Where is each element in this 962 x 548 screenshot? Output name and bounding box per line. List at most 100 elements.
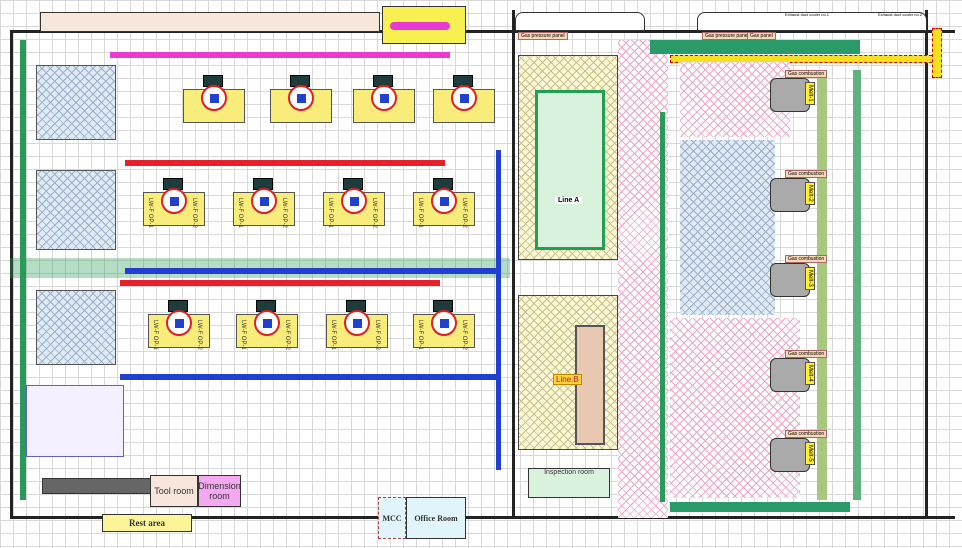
line-a-label: Line A	[555, 197, 583, 204]
machine: LW-F OP-1 LW-F OP-2	[315, 178, 393, 238]
machine	[175, 75, 253, 135]
machine-label-op1: LW-F OP-1	[237, 198, 243, 228]
magenta-duct	[390, 22, 450, 30]
gas-combustion-tag: Gas combustion	[785, 255, 828, 263]
furnace	[770, 78, 810, 112]
machine	[345, 75, 423, 135]
green-band-bottom	[670, 502, 850, 512]
line-b-machine	[575, 325, 605, 445]
melt-label: Melt-5	[805, 442, 815, 465]
magenta-pipe-h	[110, 52, 450, 58]
yellow-duct-right	[932, 28, 942, 78]
machine	[425, 75, 503, 135]
machine-label-op2: LW-F OP-2	[191, 198, 197, 228]
machine-label-op2: LW-F OP-2	[461, 198, 467, 228]
top-panel-middle	[515, 12, 645, 31]
machine-label-op2: LW-F OP-2	[371, 198, 377, 228]
dimension-room: Dimension room	[198, 475, 241, 507]
machine-label-op1: LW-F OP-1	[417, 320, 423, 350]
machine-label-op2: LW-F OP-2	[374, 320, 380, 350]
rest-area-label: Rest area	[128, 518, 166, 528]
gas-panel: Gas panel	[747, 32, 776, 40]
red-pipe-h1	[125, 160, 445, 166]
aisle-right-green	[853, 70, 861, 500]
furnace	[770, 178, 810, 212]
melt-label: Melt-3	[805, 267, 815, 290]
blue-pipe-h2	[120, 374, 500, 380]
machine-label-op1: LW-F OP-1	[330, 320, 336, 350]
machine: LW-F OP-1 LW-F OP-2	[318, 300, 396, 360]
gas-combustion-tag: Gas combustion	[785, 70, 828, 78]
machine: LW-F OP-1 LW-F OP-2	[228, 300, 306, 360]
line-a-machine	[535, 90, 605, 250]
office-room: Office Room	[406, 497, 466, 539]
gas-pressure-panel-1: Gas pressure panel	[518, 32, 568, 40]
wall-right	[925, 10, 928, 519]
machine: LW-F OP-1 LW-F OP-2	[225, 178, 303, 238]
machine-label-op2: LW-F OP-2	[196, 320, 202, 350]
cell-left-3	[36, 290, 116, 365]
gas-combustion-tag: Gas combustion	[785, 430, 828, 438]
aisle-green	[817, 70, 827, 500]
machine: LW-F OP-1 LW-F OP-2	[135, 178, 213, 238]
tool-room: Tool room	[150, 475, 198, 507]
machine-label-op2: LW-F OP-2	[281, 198, 287, 228]
wall-top	[10, 30, 955, 33]
machine-label-op2: LW-F OP-2	[284, 320, 290, 350]
gas-pressure-panel-2: Gas pressure panel	[702, 32, 752, 40]
furnace-zone-mid	[680, 140, 775, 315]
green-band-top	[650, 40, 860, 54]
inspection-room: Inspection room	[528, 468, 610, 498]
machine-core-icon	[341, 188, 367, 214]
furnace	[770, 263, 810, 297]
melt-label: Melt-1	[805, 82, 815, 105]
furnace	[770, 438, 810, 472]
mcc-room: MCC	[378, 497, 406, 539]
cell-left-2	[36, 170, 116, 250]
top-annex	[40, 12, 380, 32]
machine-label-op1: LW-F OP-1	[417, 198, 423, 228]
blue-pipe-v	[496, 150, 501, 470]
cell-left-1	[36, 65, 116, 140]
rest-area: Rest area	[102, 514, 192, 532]
melt-label: Melt-2	[805, 182, 815, 205]
green-pipe-left	[20, 40, 26, 500]
wall-divider	[512, 10, 515, 519]
conveyor	[42, 478, 162, 494]
wall-left	[10, 30, 13, 519]
melt-label: Melt-4	[805, 362, 815, 385]
green-pipe-mid	[660, 112, 665, 502]
red-pipe-h2	[120, 280, 440, 286]
machine: LW-F OP-1 LW-F OP-2	[405, 178, 483, 238]
machine-core-icon	[431, 310, 457, 336]
top-panel-right	[697, 12, 927, 31]
machine-core-icon	[288, 85, 314, 111]
machine-label-op1: LW-F OP-1	[327, 198, 333, 228]
machine-core-icon	[451, 85, 477, 111]
machine-core-icon	[161, 188, 187, 214]
machine: LW-F OP-1 LW-F OP-2	[405, 300, 483, 360]
machine-core-icon	[344, 310, 370, 336]
wall-bottom	[10, 516, 955, 519]
machine: LW-F OP-1 LW-F OP-2	[140, 300, 218, 360]
cell-left-4	[26, 385, 124, 457]
machine-core-icon	[371, 85, 397, 111]
pink-zone-middle	[618, 40, 668, 518]
machine-label-op1: LW-F OP-1	[147, 198, 153, 228]
blue-pipe-h1	[125, 268, 500, 274]
gas-combustion-tag: Gas combustion	[785, 350, 828, 358]
line-b-label: Line.B	[553, 374, 582, 385]
gas-combustion-tag: Gas combustion	[785, 170, 828, 178]
exhaust-label-2: Exhaust duct cooler no.2	[878, 12, 923, 17]
machine	[262, 75, 340, 135]
machine-core-icon	[431, 188, 457, 214]
machine-core-icon	[254, 310, 280, 336]
machine-label-op2: LW-F OP-2	[461, 320, 467, 350]
machine-label-op1: LW-F OP-1	[152, 320, 158, 350]
machine-core-icon	[166, 310, 192, 336]
furnace	[770, 358, 810, 392]
machine-core-icon	[201, 85, 227, 111]
exhaust-label-1: Exhaust duct cooler no.1	[785, 12, 830, 17]
machine-label-op1: LW-F OP-1	[240, 320, 246, 350]
machine-core-icon	[251, 188, 277, 214]
